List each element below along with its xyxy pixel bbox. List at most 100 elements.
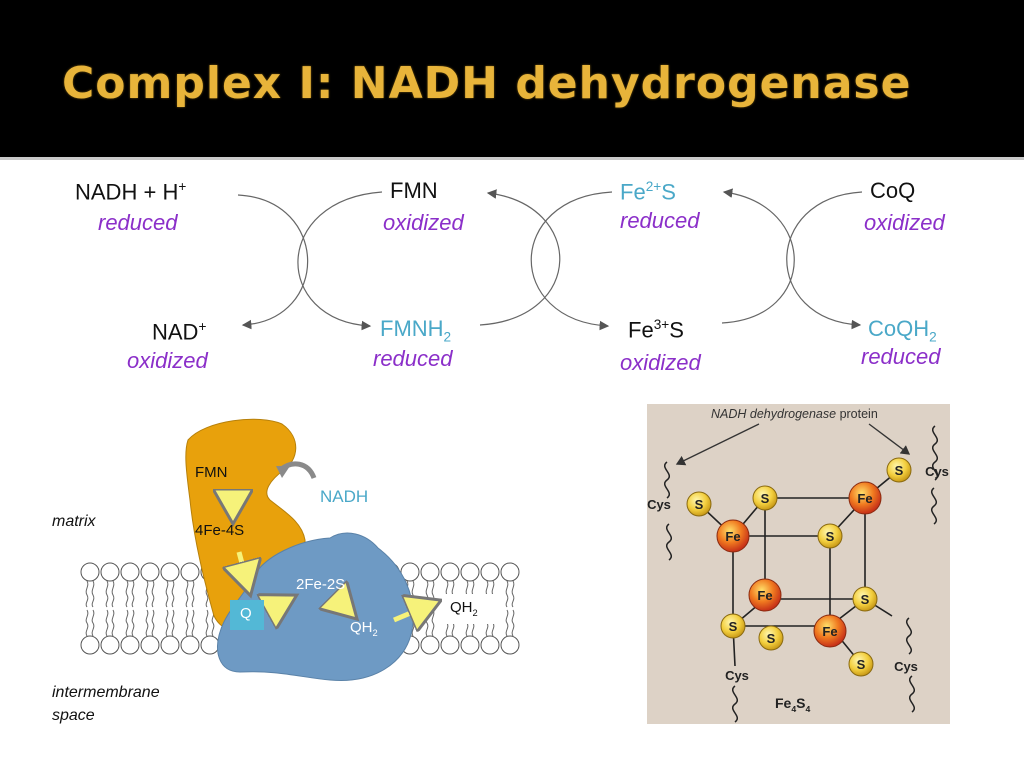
- arc-nadh-to-nad: [237, 194, 309, 330]
- electron-arrow-2fe2s: [338, 600, 350, 612]
- lipid-head: [140, 635, 160, 655]
- coq-label: CoQ: [870, 178, 916, 203]
- qh2-box: [442, 594, 502, 624]
- lipid-head: [440, 635, 460, 655]
- lipid-head: [100, 562, 120, 582]
- fe-atom-label: Fe: [822, 624, 837, 639]
- lipid-tail: [91, 580, 95, 608]
- lipid-head: [420, 562, 440, 582]
- lipid-head: [480, 562, 500, 582]
- fe-atom-label: Fe: [857, 491, 872, 506]
- lipid-head: [180, 635, 200, 655]
- lipid-head: [460, 562, 480, 582]
- lipid-tail: [171, 609, 175, 637]
- s-atom-label: S: [861, 592, 870, 607]
- s-atom-label: S: [695, 497, 704, 512]
- lipid-tail: [91, 609, 95, 637]
- lipid-tail: [505, 609, 509, 637]
- electron-arrow-4fe4s: [239, 551, 248, 586]
- 2fe2s-label: 2Fe-2S: [296, 576, 346, 593]
- lipid-tail: [165, 580, 169, 608]
- lipid-head: [440, 562, 460, 582]
- lipid-head: [460, 635, 480, 655]
- lipid-tail: [205, 609, 209, 637]
- lipid-tail: [431, 609, 435, 637]
- lipid-tail: [145, 580, 149, 608]
- fe-atom-label: Fe: [757, 588, 772, 603]
- lipid-tail: [85, 580, 89, 608]
- nadh-label: NADH + H+: [75, 179, 187, 205]
- sulfur-atoms: [686, 457, 912, 677]
- slide-title: Complex I: NADH dehydrogenase: [62, 58, 912, 109]
- lipid-tail: [185, 580, 189, 608]
- lipid-tail: [111, 580, 115, 608]
- lipid-tail: [125, 609, 129, 637]
- lipid-tail: [171, 580, 175, 608]
- lipid-tail: [131, 609, 135, 637]
- lipid-head: [180, 562, 200, 582]
- nadh-entry-label: NADH: [320, 487, 369, 506]
- coqh2-state: reduced: [861, 344, 941, 369]
- matrix-label: matrix: [52, 513, 96, 530]
- lipid-head: [420, 635, 440, 655]
- fe4s4-figure: S S S S S S S S Fe Fe Fe Fe Cys Cys Cys …: [647, 404, 950, 724]
- lipid-tail: [511, 609, 515, 637]
- lipid-tail: [151, 580, 155, 608]
- fes-protein-shape: [217, 532, 414, 682]
- lipid-tail: [165, 609, 169, 637]
- lipid-tail: [151, 609, 155, 637]
- arc-fe3-to-fe2: [721, 188, 795, 324]
- fe4s4-formula: Fe4S4: [775, 695, 811, 714]
- coqh2-label: CoQH2: [868, 316, 937, 345]
- arc-fe2-to-fe3: [530, 191, 613, 331]
- lipid-head: [200, 635, 220, 655]
- qh2-release-label: QH2: [450, 599, 478, 618]
- lipid-tail: [505, 580, 509, 608]
- protein-label: NADH dehydrogenase protein: [711, 407, 878, 421]
- fe2s-label: Fe2+S: [620, 179, 676, 205]
- s-atom-label: S: [729, 619, 738, 634]
- cys-label: Cys: [725, 668, 749, 683]
- q-box: [230, 600, 264, 630]
- arc-coq-to-coqh2: [786, 191, 863, 330]
- fe3s-state: oxidized: [620, 350, 701, 375]
- 4fe4s-label: 4Fe-4S: [195, 522, 245, 539]
- s-atom-label: S: [857, 657, 866, 672]
- lipid-tail: [511, 580, 515, 608]
- lipid-tail: [425, 609, 429, 637]
- electron-arrow-qh2: [393, 604, 432, 620]
- lipid-tail: [185, 609, 189, 637]
- qh2-inner-label: QH2: [350, 619, 378, 638]
- lipid-head: [480, 635, 500, 655]
- nadh-state: reduced: [98, 210, 178, 235]
- fmnh2-label: FMNH2: [380, 316, 452, 345]
- lipid-head: [500, 635, 520, 655]
- s-atom-label: S: [767, 631, 776, 646]
- q-label: Q: [240, 605, 252, 622]
- s-atom-label: S: [761, 491, 770, 506]
- iron-atoms: [716, 481, 882, 648]
- lipid-head: [120, 562, 140, 582]
- lipid-head: [80, 635, 100, 655]
- lipid-head: [140, 562, 160, 582]
- fe3s-label: Fe3+S: [628, 317, 684, 343]
- lipid-tail: [425, 580, 429, 608]
- arc-fmnh2-to-fmn: [479, 189, 561, 326]
- electron-arrow-q: [270, 600, 288, 610]
- lipid-tail: [85, 609, 89, 637]
- fe-atom-label: Fe: [725, 529, 740, 544]
- lipid-tail: [111, 609, 115, 637]
- pointer-right: [868, 423, 911, 455]
- pointer-left: [675, 423, 760, 466]
- lipid-head: [160, 635, 180, 655]
- lipid-tail: [145, 609, 149, 637]
- intermembrane-label-1: intermembrane: [52, 684, 160, 701]
- fmnh2-state: reduced: [373, 346, 453, 371]
- s-atom-label: S: [826, 529, 835, 544]
- arc-fmn-to-fmnh2: [297, 191, 383, 331]
- lipid-head: [400, 562, 420, 582]
- fmn-label: FMN: [390, 178, 438, 203]
- lipid-head: [120, 635, 140, 655]
- nad-state: oxidized: [127, 348, 208, 373]
